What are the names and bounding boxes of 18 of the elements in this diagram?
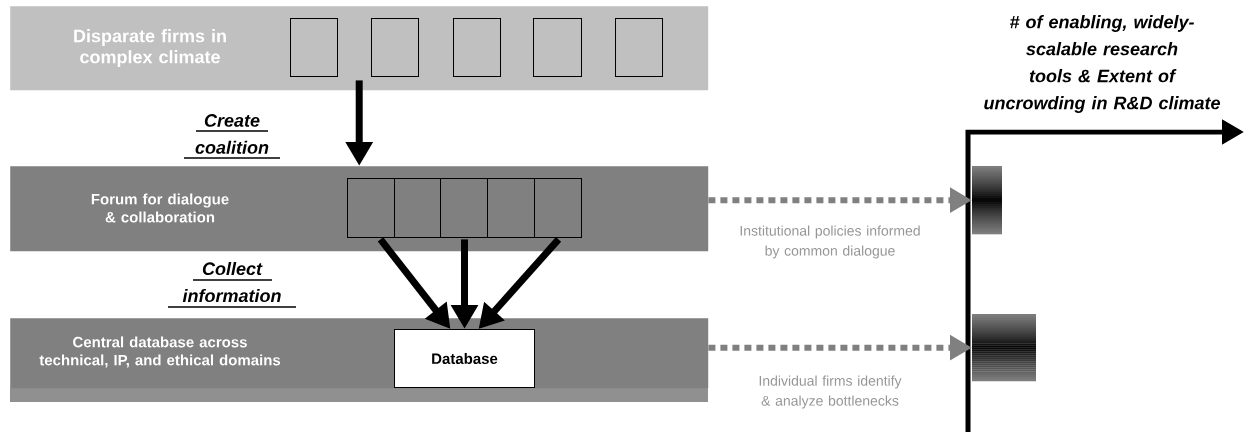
firm-box xyxy=(440,178,488,238)
firm-box xyxy=(290,18,338,77)
firm-box xyxy=(533,18,582,77)
firm-box xyxy=(347,178,395,238)
firm-box xyxy=(487,178,535,238)
step-label: Create coalition xyxy=(183,114,281,159)
edge-label: Institutional policies informed by common dialogue xyxy=(740,225,920,259)
firm-box xyxy=(453,18,501,77)
firm-box xyxy=(394,178,441,238)
firm-box xyxy=(534,178,582,238)
database-box: Database xyxy=(394,329,535,388)
edge-label: Individual firms identify & analyze bottlenecks xyxy=(759,375,902,409)
axis-title: # of enabling, widely-scalable research tools & Extent of uncrowding in R&D climate xyxy=(984,15,1220,113)
bar xyxy=(972,166,1002,235)
step-label: Collect information xyxy=(167,261,297,308)
firm-box xyxy=(615,18,663,77)
bar xyxy=(972,314,1036,382)
firm-box xyxy=(371,18,419,77)
